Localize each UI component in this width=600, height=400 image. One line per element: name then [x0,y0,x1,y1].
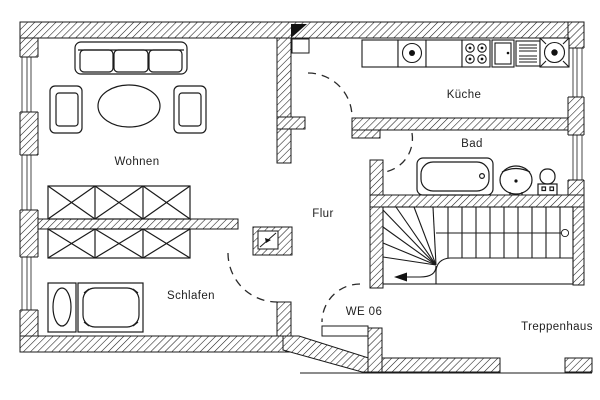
window-wohnen-1 [19,56,39,113]
kitchen-cabinet-2 [425,39,463,68]
stair-inner-edge [435,257,573,284]
wohnen-furniture [47,41,207,220]
label-wohnen: Wohnen [114,156,160,168]
flue-symbol [257,230,279,250]
coffee-table [97,84,161,128]
wall-bottom-right-b [564,357,593,373]
bed [77,282,144,333]
window-wohnen-2 [19,154,39,211]
bad-fixtures [416,157,558,196]
fridge [491,39,515,68]
wall-bottom-right-a [367,357,501,373]
window-schlafen [19,256,39,311]
windows [19,47,585,311]
nightstand [47,282,77,333]
label-schlafen: Schlafen [167,290,215,302]
door-bad [384,132,414,173]
door-kueche [307,72,353,118]
stair-winders [382,206,437,266]
stair-treads [447,207,561,258]
corner-appliance [539,37,570,68]
wall-wohnen-schlafen [37,218,239,230]
door-schlafen [227,252,278,303]
kitchen-sink [397,39,427,68]
armchair-right [173,85,207,134]
entrance-door-we06 [321,283,361,323]
oven [515,40,541,67]
wall-angled [282,335,379,373]
door-arcs [227,72,414,323]
wall-stub-kueche-door [276,116,306,130]
stairs [382,206,574,285]
wall-kueche-bad [351,117,569,131]
wall-we06-block [367,327,383,373]
kueche-units [361,37,570,68]
window-bad [567,134,585,181]
cooktop [461,39,491,68]
kitchen-cabinet-1 [361,39,399,68]
wardrobe-row-wohnen [47,185,191,220]
wall-wohnen-flur [276,37,292,164]
wall-bottom-left [19,335,291,353]
wall-stub-schlafen [276,301,292,337]
wall-niche [291,38,310,54]
armchair-left [49,85,83,134]
label-treppenhaus: Treppenhaus [521,321,593,333]
wall-right-lower [572,204,585,286]
schlafen-furniture [47,228,191,333]
toilet [537,168,558,196]
sofa [74,41,188,75]
north-marker [291,24,307,38]
label-flur: Flur [312,208,334,220]
label-bad: Bad [461,138,483,150]
label-kueche: Küche [446,89,482,101]
wall-treppenhaus-left [369,206,384,289]
down-arrow [394,265,437,282]
we06-door-jamb [321,325,369,337]
window-kueche [567,47,585,98]
washbasin [499,165,533,195]
wall-step-bad-door [351,129,381,139]
bathtub [416,157,494,196]
wardrobe-row-schlafen [47,228,191,259]
label-we06: WE 06 [345,306,383,318]
wall-bad-treppenhaus [369,194,585,208]
walking-line [436,228,570,238]
